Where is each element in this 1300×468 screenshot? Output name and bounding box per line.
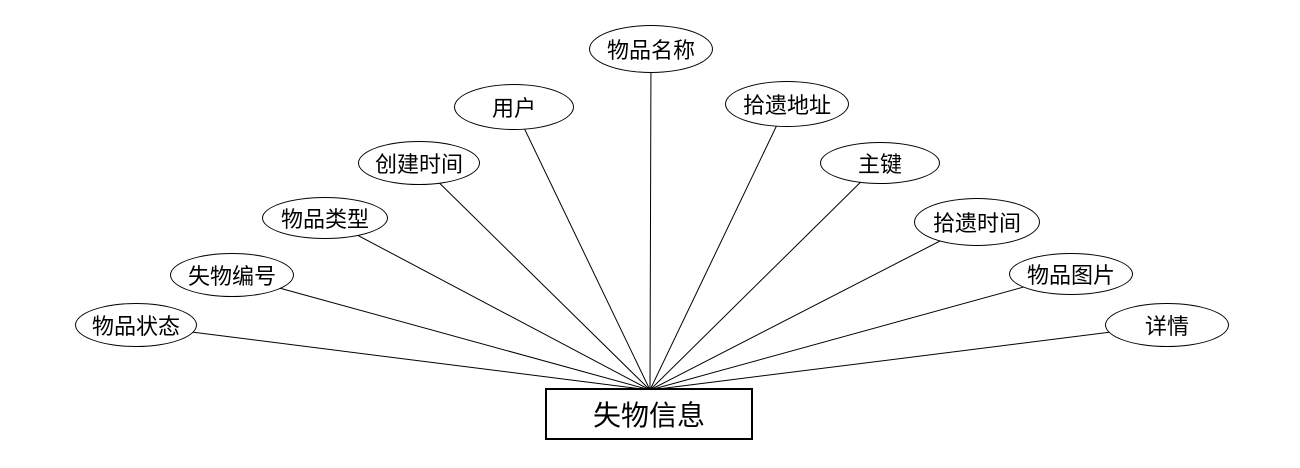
entity-label: 失物信息 <box>592 400 705 431</box>
attribute-label: 拾遗地址 <box>742 93 831 118</box>
entity-node-lost-item-info: 失物信息 <box>545 388 753 440</box>
attribute-label: 主键 <box>857 152 902 177</box>
connector-line <box>649 162 881 391</box>
attribute-label: 物品图片 <box>1026 263 1115 288</box>
connector-line <box>324 217 651 391</box>
connector-line <box>513 106 651 391</box>
attribute-node-user: 用户 <box>454 84 574 130</box>
attribute-label: 失物编号 <box>187 264 276 289</box>
attribute-label: 用户 <box>491 96 536 121</box>
attribute-label: 物品类型 <box>280 207 369 232</box>
attribute-node-item-type: 物品类型 <box>262 197 388 239</box>
connector-line <box>135 324 651 391</box>
attribute-label: 详情 <box>1144 314 1189 339</box>
attribute-label: 物品状态 <box>91 314 180 339</box>
attribute-label: 物品名称 <box>606 38 695 63</box>
attribute-node-create-time: 创建时间 <box>358 141 480 185</box>
attribute-node-item-image: 物品图片 <box>1009 253 1133 295</box>
attribute-node-details: 详情 <box>1105 303 1229 347</box>
attribute-node-primary-key: 主键 <box>820 142 940 184</box>
connector-line <box>649 103 788 391</box>
connector-line <box>649 48 652 391</box>
connector-line <box>231 274 651 391</box>
connector-line <box>418 162 651 391</box>
connector-line <box>649 273 1072 391</box>
attribute-label: 创建时间 <box>374 152 463 177</box>
attribute-node-pickup-time: 拾遗时间 <box>914 198 1040 246</box>
attribute-node-pickup-address: 拾遗地址 <box>725 81 849 127</box>
connector-line <box>649 221 978 391</box>
attribute-node-item-status: 物品状态 <box>75 303 197 347</box>
attribute-node-item-name: 物品名称 <box>589 25 713 73</box>
attribute-node-lost-item-number: 失物编号 <box>170 253 294 297</box>
attribute-label: 拾遗时间 <box>932 211 1021 236</box>
connector-line <box>649 324 1168 391</box>
